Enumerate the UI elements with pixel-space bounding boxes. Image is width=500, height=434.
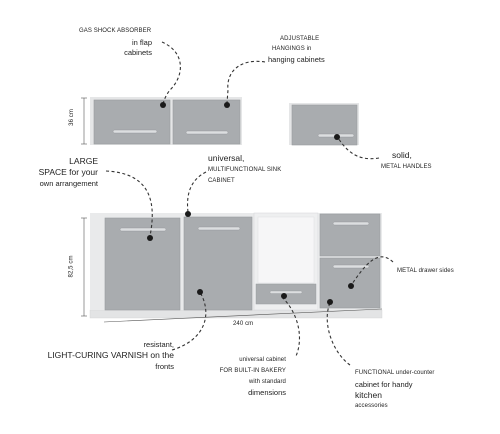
callout-large-space-line1: LARGE bbox=[69, 156, 98, 166]
callout-bakery-line4: dimensions bbox=[248, 388, 286, 397]
callout-sink-line2: MULTIFUNCTIONAL SINK bbox=[208, 167, 282, 173]
wall-cabinet-single bbox=[289, 103, 359, 146]
callout-bakery-line1: universal cabinet bbox=[239, 357, 286, 363]
callout-sink-line3: CABINET bbox=[208, 178, 235, 184]
callout-handles-line2: METAL HANDLES bbox=[381, 164, 432, 170]
callout-gas-shock-line3: cabinets bbox=[124, 48, 152, 57]
callout-under-counter-line1: FUNCTIONAL under-counter bbox=[355, 370, 435, 376]
wall-handle-right bbox=[185, 130, 229, 135]
base-cabinet-large-door bbox=[104, 217, 181, 311]
callout-adjustable-line2: HANGINGS in bbox=[272, 46, 312, 52]
callout-large-space-line2: SPACE for your bbox=[38, 167, 98, 177]
base-cabinets bbox=[89, 212, 383, 319]
callout-drawer-sides-line1: METAL drawer sides bbox=[397, 268, 454, 274]
leader-lines bbox=[105, 41, 394, 366]
callout-varnish-line1: resistant, bbox=[143, 340, 174, 349]
wall-cabinet-left-door bbox=[93, 99, 171, 145]
wall-handle-left bbox=[112, 129, 158, 134]
callout-large-space-line3: own arrangement bbox=[39, 179, 98, 188]
callout-bakery-line3: with standard bbox=[249, 379, 286, 385]
callout-handles-line1: solid, bbox=[392, 150, 412, 160]
callout-gas-shock-line2: in flap bbox=[131, 38, 152, 47]
dimension-lines bbox=[81, 97, 383, 323]
callout-bakery-line2: FOR BUILT-IN BAKERY bbox=[219, 368, 286, 374]
drawer-top bbox=[319, 213, 381, 257]
callout-gas-shock-line1: GAS SHOCK ABSORBER bbox=[79, 28, 152, 34]
dim-wall-height: 36 cm bbox=[68, 109, 75, 126]
callout-under-counter-line4: accessories bbox=[355, 403, 388, 409]
dim-total-width: 240 cm bbox=[233, 321, 254, 327]
callout-under-counter-line2: cabinet for handy bbox=[355, 380, 413, 389]
dim-base-height: 82,5 cm bbox=[68, 255, 75, 278]
callout-varnish-line3: fronts bbox=[155, 362, 174, 371]
callout-under-counter-line3: kitchen bbox=[355, 390, 382, 400]
wall-cabinet-double bbox=[90, 97, 242, 145]
wall-cabinet-right-door bbox=[172, 99, 241, 145]
callout-dots bbox=[147, 102, 354, 305]
callout-sink-line1: universal, bbox=[208, 153, 245, 163]
callout-varnish-line2: LIGHT-CURING VARNISH on the bbox=[47, 350, 174, 360]
sink-cabinet-door bbox=[183, 216, 253, 311]
callout-adjustable-line1: ADJUSTABLE bbox=[280, 36, 320, 42]
callout-adjustable-line3: hanging cabinets bbox=[268, 55, 325, 64]
